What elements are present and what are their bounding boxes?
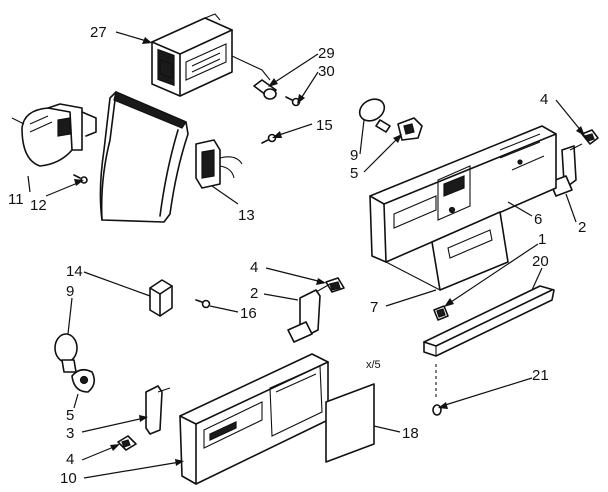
callout-13: 13 — [238, 207, 255, 224]
part-5-socket-lower — [71, 368, 96, 393]
part-20-trim-strip — [423, 285, 555, 357]
callout-6: 6 — [534, 211, 542, 228]
part-30-screw — [285, 96, 301, 107]
callout-16: 16 — [240, 305, 257, 322]
callout-29: 29 — [318, 45, 335, 62]
part-5-socket-upper — [397, 117, 423, 141]
callout-7: 7 — [370, 299, 378, 316]
callout-3: 3 — [66, 425, 74, 442]
callout-9-upper: 9 — [350, 147, 358, 164]
part-10-panel-lower — [179, 353, 329, 485]
part-15-screw — [261, 133, 277, 144]
part-18-flat-panel — [325, 383, 375, 463]
callout-5-lower: 5 — [66, 407, 74, 424]
callout-5-upper: 5 — [350, 165, 358, 182]
part-13-switch — [195, 139, 243, 189]
callout-27: 27 — [90, 24, 107, 41]
part-14-switch-block — [149, 279, 173, 317]
callout-21: 21 — [532, 367, 549, 384]
part-9-bulb-lower — [54, 333, 78, 373]
part-2-bracket-middle — [287, 283, 331, 343]
part-6-panel-upper — [369, 125, 557, 263]
part-4-fastener-lower — [117, 435, 137, 451]
callout-labels: 27 29 30 15 11 12 13 9 5 4 2 6 1 20 7 14… — [8, 24, 586, 487]
part-29-socket — [253, 79, 277, 100]
part-16-screw — [195, 299, 211, 309]
callout-2-upper: 2 — [578, 219, 586, 236]
part-27-control-module — [151, 13, 271, 97]
scale-note: x/5 — [366, 359, 381, 371]
callout-9-lower: 9 — [66, 283, 74, 300]
callout-15: 15 — [316, 117, 333, 134]
part-4-fastener-middle — [325, 277, 345, 293]
callout-12: 12 — [30, 197, 47, 214]
callout-14: 14 — [66, 263, 83, 280]
part-curved-trim — [99, 91, 189, 223]
callout-1: 1 — [538, 231, 546, 248]
callout-2-middle: 2 — [250, 285, 258, 302]
part-11-housing — [11, 103, 97, 167]
part-9-bulb-upper — [358, 98, 391, 133]
part-4-fastener-upper — [581, 129, 599, 145]
part-7-cover-plate — [385, 211, 509, 291]
callout-11: 11 — [8, 191, 24, 208]
part-3-bracket — [145, 385, 171, 435]
part-1-clip — [433, 305, 449, 321]
callout-30: 30 — [318, 63, 335, 80]
callout-18: 18 — [402, 425, 419, 442]
callout-4-lower: 4 — [66, 451, 74, 468]
callout-4-upper: 4 — [540, 91, 548, 108]
callout-4-middle: 4 — [250, 259, 258, 276]
callout-20: 20 — [532, 253, 549, 270]
leader-lines — [27, 31, 585, 479]
callout-10: 10 — [60, 470, 77, 487]
